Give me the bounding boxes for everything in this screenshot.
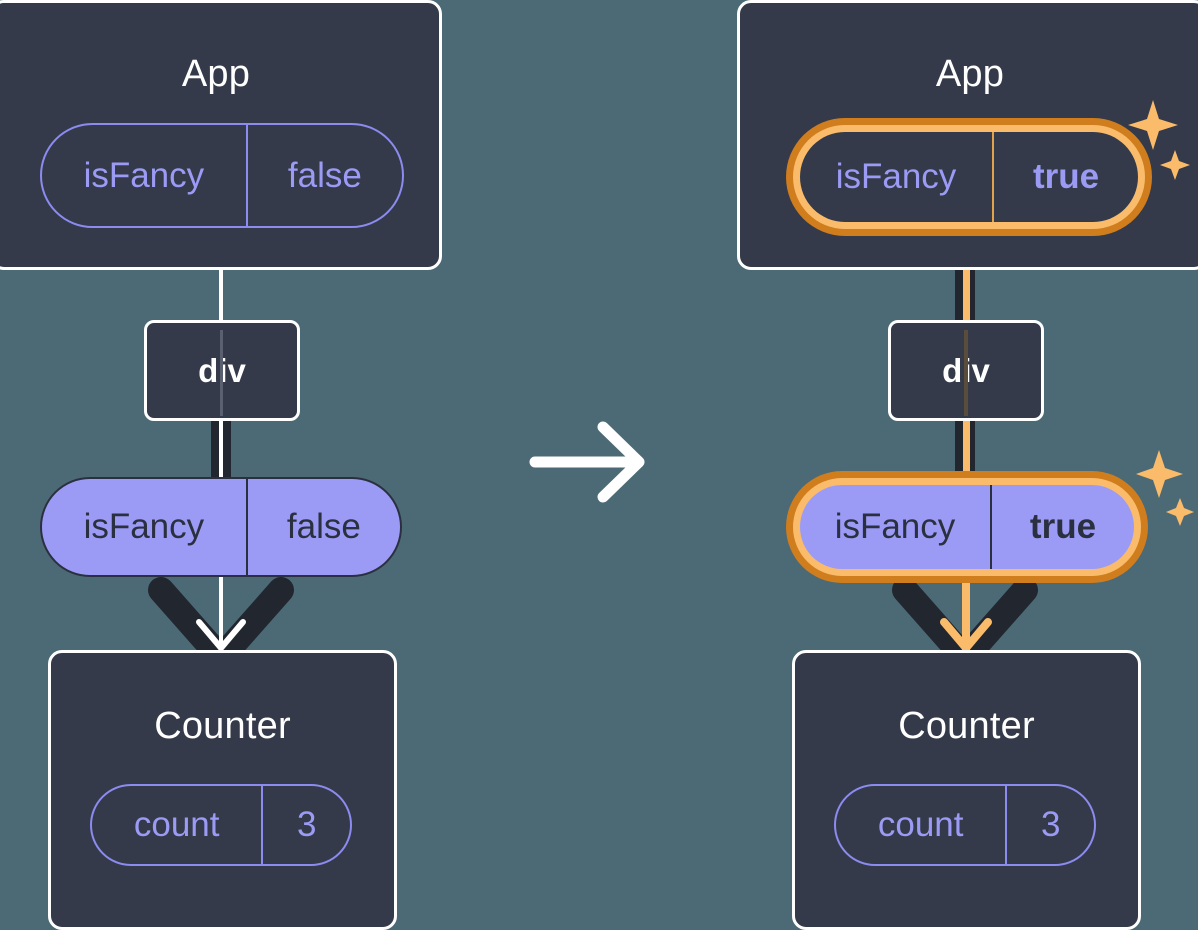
connector-through-div-before [220, 330, 223, 416]
prop-value-after: true [989, 485, 1134, 569]
connector-div-to-prop-after-orange [963, 420, 970, 490]
app-state-value-before: false [245, 125, 402, 226]
app-state-pill-after-core: isFancy true [800, 132, 1138, 222]
connector-div-to-prop-before-white [219, 420, 223, 490]
counter-state-value-before: 3 [261, 786, 350, 864]
app-state-value-after: true [992, 132, 1138, 222]
counter-state-pill-after[interactable]: count 3 [834, 784, 1096, 866]
arrowhead-counter-before [196, 619, 246, 651]
sparkles-icon-prop-after [1136, 450, 1194, 526]
prop-pill-after-core: isFancy true [800, 485, 1134, 569]
app-state-pill-after-inner-ring: isFancy true [793, 125, 1145, 229]
prop-pill-after-inner-ring: isFancy true [793, 478, 1141, 576]
app-state-pill-after[interactable]: isFancy true [786, 118, 1152, 236]
connector-prop-to-counter-after-orange [962, 560, 970, 652]
app-state-name-after: isFancy [835, 157, 957, 196]
sparkles-icon-app-after [1128, 100, 1190, 180]
connector-through-div-after [964, 330, 968, 416]
counter-title-before: Counter [154, 705, 291, 747]
connector-app-to-div-before [219, 268, 223, 323]
app-state-name-before: isFancy [83, 155, 205, 195]
counter-title-after: Counter [898, 705, 1035, 747]
prop-name-before: isFancy [83, 507, 205, 546]
app-title-after: App [935, 53, 1005, 95]
arrowhead-counter-after [940, 618, 992, 652]
app-state-pill-before[interactable]: isFancy false [40, 123, 404, 228]
prop-pill-after[interactable]: isFancy true [786, 471, 1148, 583]
prop-name-after: isFancy [834, 507, 956, 546]
counter-state-name-before: count [133, 805, 220, 844]
app-title-before: App [181, 53, 251, 95]
connector-app-to-div-after-orange [963, 235, 970, 327]
prop-value-before: false [245, 479, 400, 575]
counter-state-value-after: 3 [1005, 786, 1094, 864]
connector-prop-to-counter-before-white [219, 560, 223, 652]
arrow-right-icon [529, 421, 645, 503]
counter-state-name-after: count [877, 805, 964, 844]
counter-state-pill-before[interactable]: count 3 [90, 784, 352, 866]
prop-pill-before[interactable]: isFancy false [40, 477, 402, 577]
